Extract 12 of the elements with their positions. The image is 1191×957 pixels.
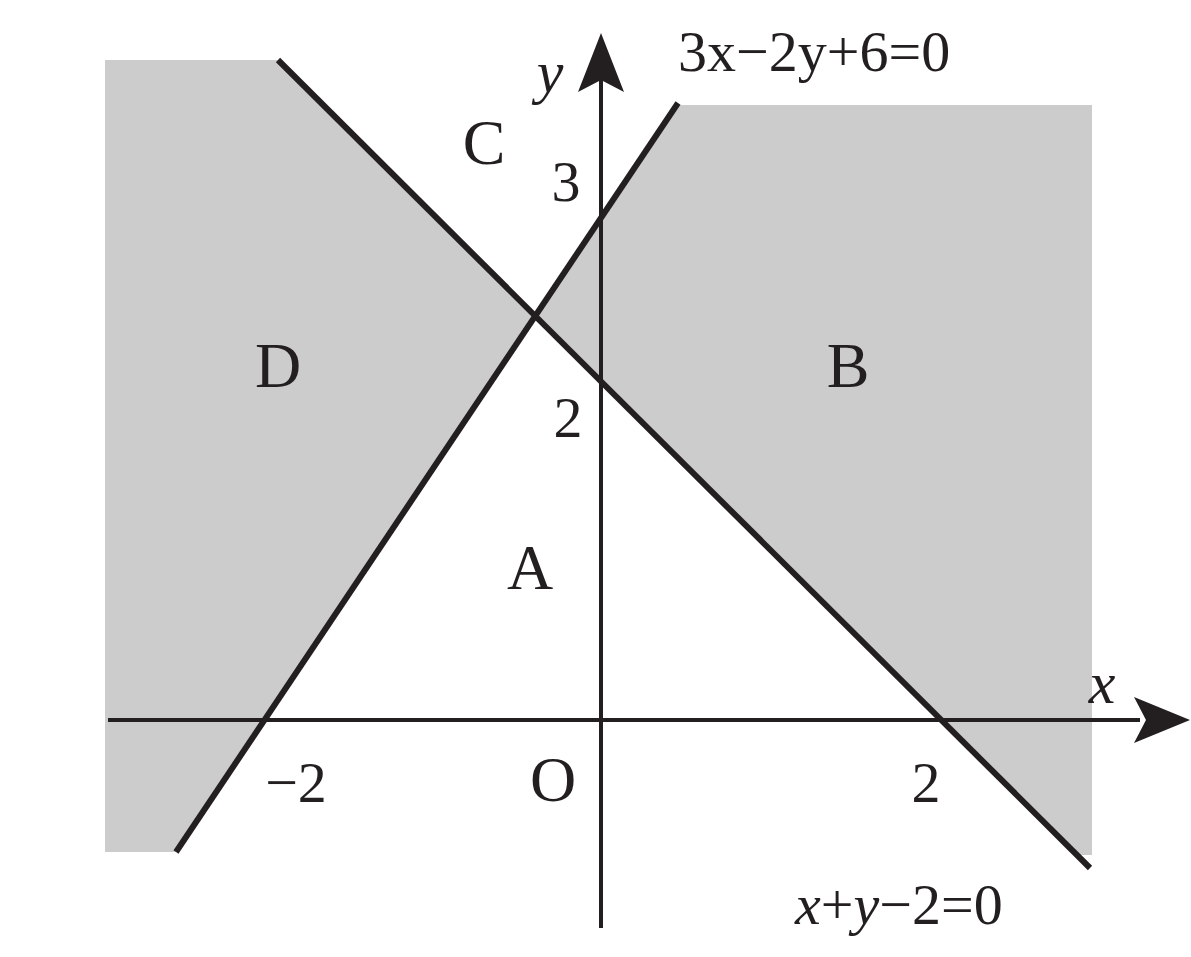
tick-label: 2 bbox=[911, 754, 941, 812]
region-label: D bbox=[254, 334, 302, 398]
tick-label: 2 bbox=[553, 389, 583, 447]
region-label: B bbox=[826, 334, 870, 398]
axis-label: x bbox=[1088, 653, 1116, 713]
region-label: A bbox=[506, 536, 554, 600]
origin-label: O bbox=[529, 748, 577, 812]
tick-label: 3 bbox=[551, 153, 581, 211]
equation-label: 3x−2y+6=0 bbox=[678, 23, 951, 81]
region-label: C bbox=[462, 111, 506, 175]
tick-label: −2 bbox=[265, 754, 327, 812]
equation-label: x+y−2=0 bbox=[795, 876, 1003, 934]
